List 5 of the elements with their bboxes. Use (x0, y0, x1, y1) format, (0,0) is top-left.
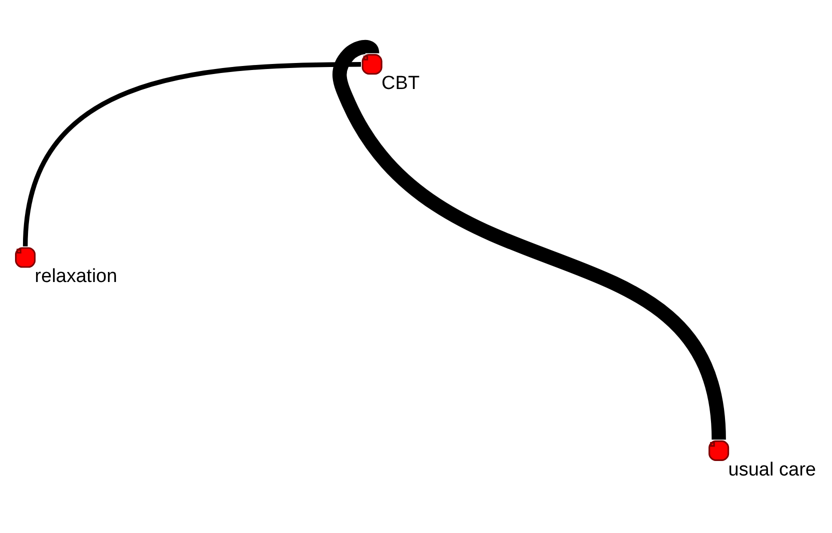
node-label: relaxation (34, 266, 118, 287)
node-label: usual care (728, 458, 816, 480)
connector (22, 61, 361, 246)
connector (332, 40, 726, 440)
node-label: CBT (382, 72, 420, 94)
